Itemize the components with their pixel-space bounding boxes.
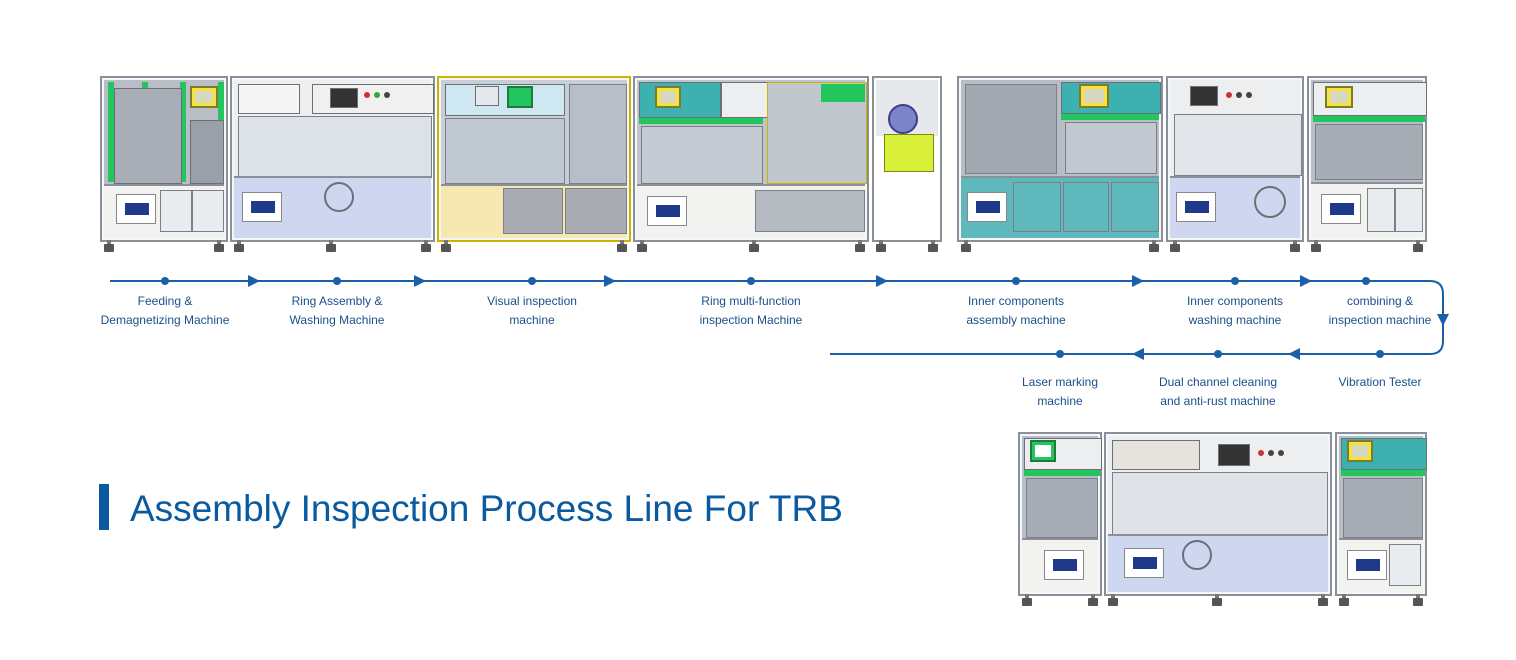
ring-assembly-washing-machine-illustration	[230, 76, 435, 252]
flow-node	[747, 277, 755, 285]
flow-arrow	[876, 275, 888, 287]
flow-node	[1012, 277, 1020, 285]
step-label-laser-marking: Laser marking machine	[1021, 375, 1099, 408]
step-label-dual-channel-cleaning: Dual channel cleaning and anti-rust mach…	[1158, 375, 1278, 408]
ring-multi-function-inspection-machine-illustration	[633, 76, 869, 252]
flow-arrow	[1132, 348, 1144, 360]
combining-inspection-machine-illustration	[1307, 76, 1427, 252]
vibration-tester-illustration	[1335, 432, 1427, 606]
step-label-ring-multi-function-inspection: Ring multi-function inspection Machine	[699, 294, 803, 327]
inner-components-washing-machine-illustration	[1166, 76, 1304, 252]
flow-node	[1362, 277, 1370, 285]
flow-node	[1376, 350, 1384, 358]
step-label-combining-inspection: combining & inspection machine	[1328, 294, 1432, 327]
step-label-feeding-demagnetizing: Feeding & Demagnetizing Machine	[100, 294, 230, 327]
flow-node	[333, 277, 341, 285]
flow-arrow	[1437, 314, 1449, 326]
flow-arrow	[1132, 275, 1144, 287]
flow-arrows	[248, 275, 1449, 360]
flow-node	[1056, 350, 1064, 358]
laser-marking-machine-illustration	[1018, 432, 1102, 606]
flow-node	[1231, 277, 1239, 285]
title-accent-bar	[99, 484, 109, 530]
visual-inspection-machine-illustration	[437, 76, 631, 252]
step-label-inner-components-washing: Inner components washing machine	[1186, 294, 1284, 327]
flow-arrow	[1288, 348, 1300, 360]
step-label-ring-assembly-washing: Ring Assembly & Washing Machine	[289, 294, 385, 327]
step-label-visual-inspection: Visual inspection machine	[487, 294, 577, 327]
step-label-inner-components-assembly: Inner components assembly machine	[966, 294, 1066, 327]
flow-arrow	[248, 275, 260, 287]
inner-components-assembly-machine-illustration	[957, 76, 1163, 252]
flow-node	[1214, 350, 1222, 358]
feeding-demagnetizing-machine-illustration	[100, 76, 228, 252]
flow-arrow	[604, 275, 616, 287]
flow-arrow	[1300, 275, 1312, 287]
small-feeder-unit-illustration	[872, 76, 942, 252]
flow-node	[161, 277, 169, 285]
flow-nodes	[161, 277, 1384, 358]
flow-arrow	[414, 275, 426, 287]
step-label-vibration-tester: Vibration Tester	[1338, 375, 1422, 389]
page-title: Assembly Inspection Process Line For TRB	[130, 488, 843, 529]
flow-node	[528, 277, 536, 285]
dual-channel-cleaning-anti-rust-machine-illustration	[1104, 432, 1332, 606]
